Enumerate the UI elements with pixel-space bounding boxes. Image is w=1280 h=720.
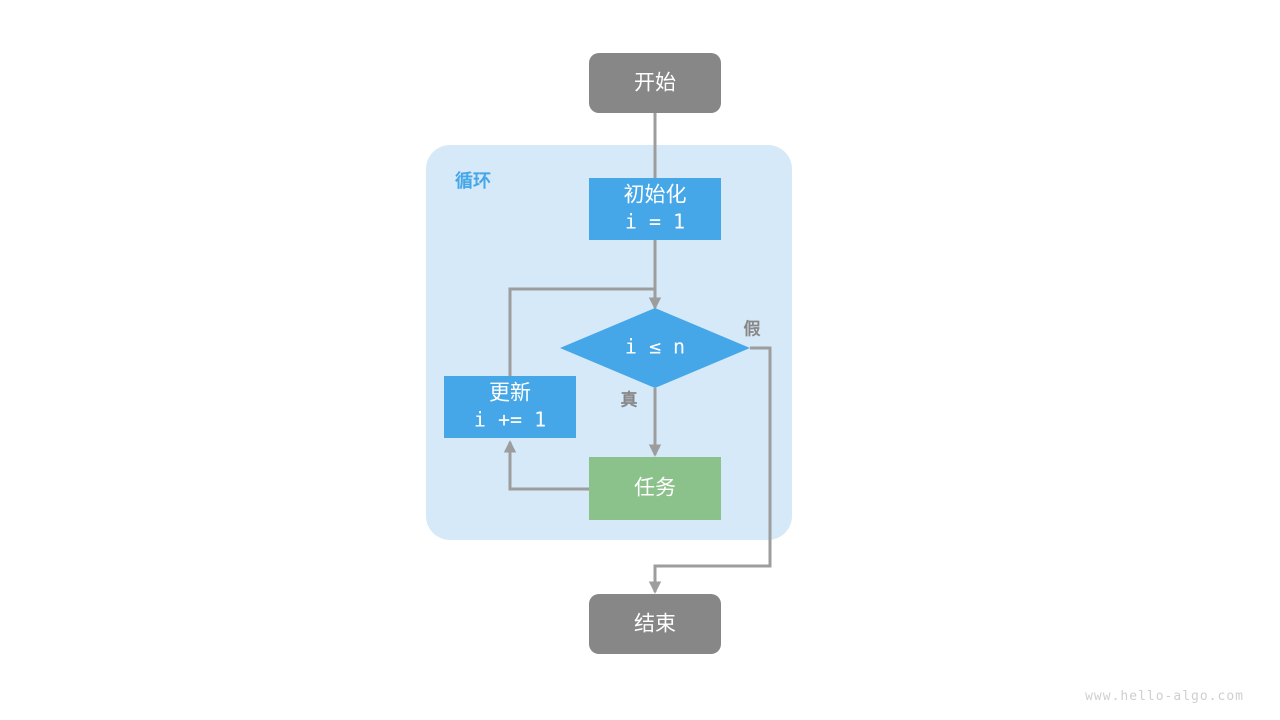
edge-label-true: 真 (621, 389, 638, 409)
edge-label-false: 假 (744, 318, 761, 338)
node-condition-label: i ≤ n (625, 335, 685, 359)
node-init-sublabel: i = 1 (625, 210, 685, 234)
edge-cond-to-end (648, 346, 772, 594)
node-condition[interactable]: i ≤ n (560, 308, 750, 388)
node-task[interactable]: 任务 (589, 457, 721, 520)
node-end-label: 结束 (634, 613, 676, 636)
node-update[interactable]: 更新 i += 1 (444, 376, 576, 438)
node-start[interactable]: 开始 (589, 53, 721, 113)
node-end[interactable]: 结束 (589, 594, 721, 654)
edge-update-to-cond (508, 287, 655, 376)
node-init-label: 初始化 (624, 184, 687, 207)
node-update-sublabel: i += 1 (474, 408, 546, 432)
node-task-label: 任务 (634, 477, 676, 500)
loop-group-label: 循环 (455, 170, 491, 191)
node-update-label: 更新 (489, 382, 531, 405)
node-init[interactable]: 初始化 i = 1 (589, 178, 721, 240)
edge-task-to-update (503, 440, 589, 491)
node-start-label: 开始 (634, 72, 676, 95)
watermark: www.hello-algo.com (1085, 689, 1244, 704)
